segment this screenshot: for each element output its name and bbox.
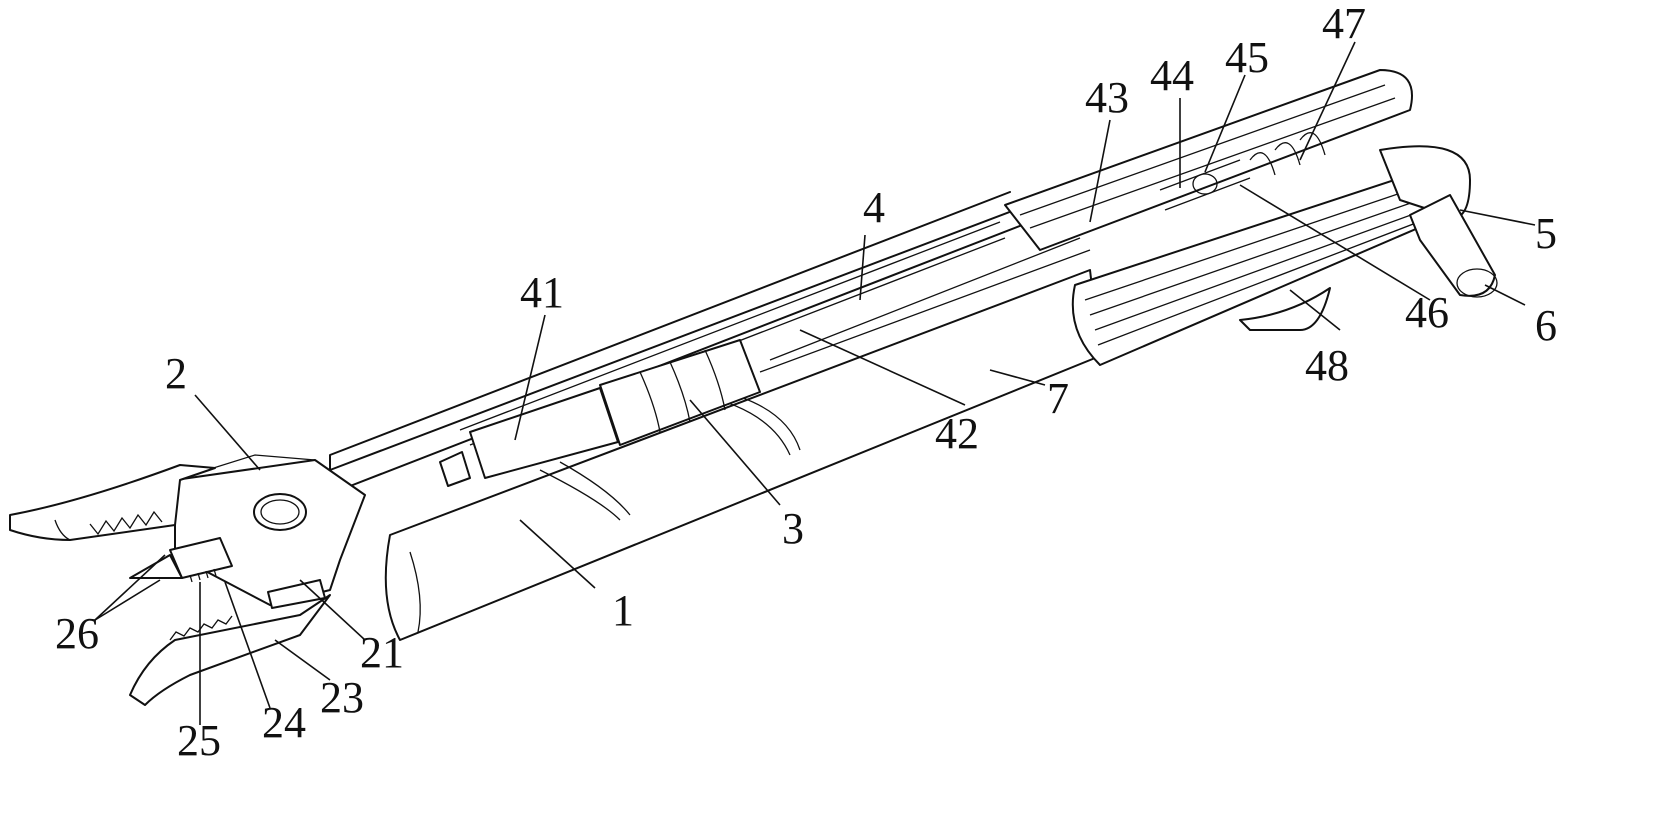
label-24: 24 (262, 698, 306, 747)
label-21: 21 (360, 628, 404, 677)
label-26: 26 (55, 609, 99, 658)
label-48: 48 (1305, 341, 1349, 390)
label-3: 3 (782, 504, 804, 553)
label-47: 47 (1322, 0, 1366, 48)
label-23: 23 (320, 673, 364, 722)
label-6: 6 (1535, 301, 1557, 350)
plug-6 (1410, 195, 1497, 297)
label-2: 2 (165, 349, 187, 398)
label-41: 41 (520, 268, 564, 317)
label-46: 46 (1405, 288, 1449, 337)
label-25: 25 (177, 716, 221, 765)
lower-jaw (130, 595, 330, 705)
label-7: 7 (1047, 374, 1069, 423)
label-4: 4 (863, 183, 885, 232)
label-45: 45 (1225, 33, 1269, 82)
label-44: 44 (1150, 51, 1194, 100)
label-5: 5 (1535, 209, 1557, 258)
front-head-2 (175, 455, 365, 608)
label-1: 1 (612, 586, 634, 635)
label-43: 43 (1085, 73, 1129, 122)
label-42: 42 (935, 409, 979, 458)
